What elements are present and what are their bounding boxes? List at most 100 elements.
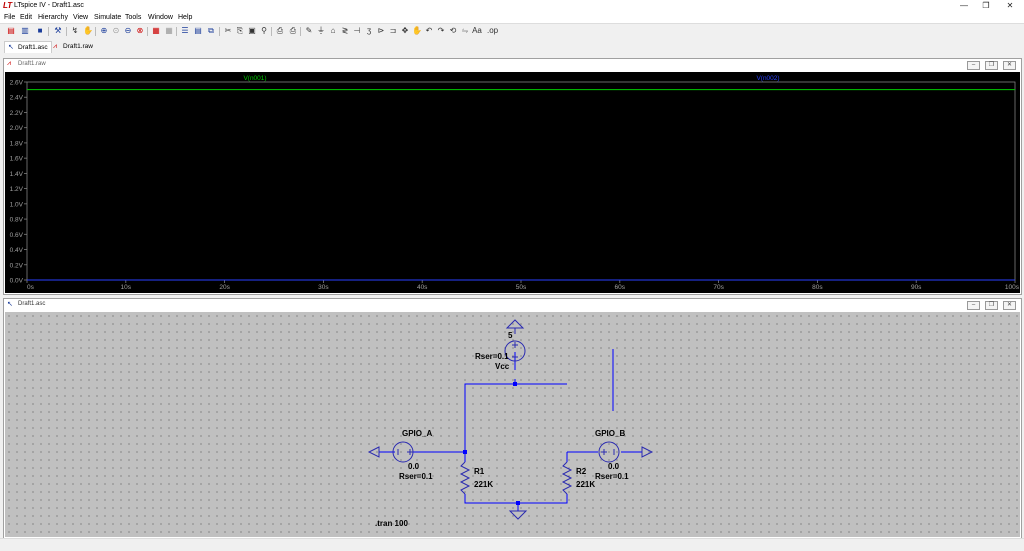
gpio-a-name-label[interactable]: GPIO_A [402, 429, 432, 438]
y-tick-label: 2.0V [10, 125, 24, 132]
gpio-b-source-symbol[interactable] [598, 441, 620, 463]
mdi-restore-button[interactable]: ❐ [985, 61, 998, 70]
x-tick-label: 60s [615, 284, 626, 291]
schematic-canvas[interactable]: 5 Rser=0.1 Vcc GPIO_A 0.0 Rser=0.1 GPIO_… [5, 312, 1020, 537]
text-icon[interactable]: Aa [472, 26, 482, 35]
r1-symbol[interactable] [459, 461, 471, 495]
draw-wire-icon[interactable]: ✎ [305, 26, 313, 35]
menu-window[interactable]: Window [148, 14, 173, 21]
gpio-a-rser-label[interactable]: Rser=0.1 [399, 472, 433, 481]
menu-simulate[interactable]: Simulate [94, 14, 122, 21]
r2-name-label[interactable]: R2 [576, 467, 587, 476]
zoom-full-icon[interactable]: ⊗ [136, 26, 144, 35]
halt-icon[interactable]: ✋ [83, 26, 93, 35]
mdi-minimize-button[interactable]: – [967, 301, 980, 310]
tile-horizontal-icon[interactable]: ☰ [181, 26, 189, 35]
junction-dot [513, 382, 517, 386]
wire[interactable] [464, 383, 515, 462]
toolbar-separator [271, 27, 272, 36]
close-button[interactable]: ✕ [1006, 1, 1014, 10]
r1-name-label[interactable]: R1 [474, 467, 485, 476]
vcc-name-label[interactable]: Vcc [495, 362, 510, 371]
gpio-b-port-symbol[interactable] [641, 446, 654, 458]
mirror-icon[interactable]: ⇋ [461, 26, 469, 35]
ground-symbol[interactable] [508, 510, 528, 520]
r2-value-label[interactable]: 221K [576, 480, 595, 489]
waveform-icon: ⩘ [53, 43, 57, 50]
vcc-flag-symbol[interactable] [505, 319, 525, 334]
x-tick-label: 50s [516, 284, 527, 291]
ground-icon[interactable]: ⏚ [317, 26, 325, 35]
gpio-b-value-label[interactable]: 0.0 [608, 462, 620, 471]
rotate-icon[interactable]: ⟲ [449, 26, 457, 35]
r2-symbol[interactable] [561, 461, 573, 495]
mdi-close-button[interactable]: ✕ [1003, 61, 1016, 70]
y-tick-label: 0.8V [10, 217, 24, 224]
undo-icon[interactable]: ↶ [425, 26, 433, 35]
vcc-source-symbol[interactable] [504, 340, 526, 362]
tile-vertical-icon[interactable]: ▤ [194, 26, 202, 35]
zoom-in-icon[interactable]: ⊕ [100, 26, 108, 35]
spice-directive-icon[interactable]: .op [487, 26, 499, 35]
menu-hierarchy[interactable]: Hierarchy [38, 14, 68, 21]
x-tick-label: 100s [1005, 284, 1020, 291]
resistor-icon[interactable]: ≷ [341, 26, 349, 35]
tab-draft1-raw[interactable]: ⩘ Draft1.raw [50, 41, 96, 52]
menu-view[interactable]: View [73, 14, 89, 21]
new-schematic-icon[interactable]: ▤ [7, 26, 15, 35]
y-tick-label: 0.0V [10, 278, 24, 285]
y-tick-label: 1.8V [10, 140, 24, 147]
schematic-drawing: 5 Rser=0.1 Vcc GPIO_A 0.0 Rser=0.1 GPIO_… [367, 319, 654, 528]
autorange-icon[interactable]: ▦ [152, 26, 160, 35]
run-icon[interactable]: ↯ [71, 26, 79, 35]
y-tick-label: 2.4V [10, 95, 24, 102]
copy-icon[interactable]: ⎘ [236, 26, 244, 35]
capacitor-icon[interactable]: ⊣ [353, 26, 361, 35]
gpio-a-port-symbol[interactable] [367, 446, 380, 458]
pan-icon[interactable]: ⊙ [112, 26, 120, 35]
vcc-value-label[interactable]: 5 [508, 331, 513, 340]
tab-draft1-asc[interactable]: ↖ Draft1.asc [4, 41, 52, 53]
vcc-rser-label[interactable]: Rser=0.1 [475, 352, 509, 361]
print-preview-icon[interactable]: ⎙ [276, 26, 284, 35]
component-icon[interactable]: ⊐ [389, 26, 397, 35]
print-icon[interactable]: ⎙ [289, 26, 297, 35]
inductor-icon[interactable]: ʒ [366, 26, 372, 35]
menu-help[interactable]: Help [178, 14, 193, 21]
cascade-icon[interactable]: ⧉ [208, 26, 214, 35]
menu-file[interactable]: File [4, 14, 16, 21]
paste-icon[interactable]: ▣ [248, 26, 256, 35]
menu-edit[interactable]: Edit [20, 14, 33, 21]
label-net-icon[interactable]: ⌂ [330, 26, 336, 35]
status-bar [0, 538, 1024, 551]
r1-value-label[interactable]: 221K [474, 480, 493, 489]
gpio-a-value-label[interactable]: 0.0 [408, 462, 420, 471]
menu-tools[interactable]: Tools [125, 14, 142, 21]
zoom-out-icon[interactable]: ⊖ [124, 26, 132, 35]
diode-icon[interactable]: ⊳ [377, 26, 385, 35]
cut-icon[interactable]: ✂ [224, 26, 232, 35]
move-icon[interactable]: ✥ [401, 26, 409, 35]
gpio-b-name-label[interactable]: GPIO_B [595, 429, 625, 438]
find-icon[interactable]: ⚲ [261, 26, 267, 35]
mdi-restore-button[interactable]: ❐ [985, 301, 998, 310]
plot-frame [26, 81, 1016, 281]
schematic-window-title: Draft1.asc [18, 301, 46, 307]
spice-directive-label[interactable]: .tran 100 [375, 519, 408, 528]
open-icon[interactable]: ▥ [21, 26, 29, 35]
grid-icon[interactable]: ▦ [165, 26, 173, 35]
y-tick-label: 0.4V [10, 247, 24, 254]
mdi-minimize-button[interactable]: – [967, 61, 980, 70]
mdi-close-button[interactable]: ✕ [1003, 301, 1016, 310]
drag-icon[interactable]: ✋ [412, 26, 422, 35]
control-panel-icon[interactable]: ⚒ [54, 26, 62, 35]
save-icon[interactable]: ■ [37, 26, 43, 35]
maximize-button[interactable]: ❐ [982, 1, 990, 10]
redo-icon[interactable]: ↷ [437, 26, 445, 35]
toolbar: ▤ ▥ ■ ⚒ ↯ ✋ ⊕ ⊙ ⊖ ⊗ ▦ ▦ ☰ ▤ ⧉ ✂ ⎘ ▣ ⚲ ⎙ … [0, 23, 1024, 40]
minimize-button[interactable]: — [960, 1, 968, 10]
gpio-b-rser-label[interactable]: Rser=0.1 [595, 472, 629, 481]
toolbar-separator [219, 27, 220, 36]
